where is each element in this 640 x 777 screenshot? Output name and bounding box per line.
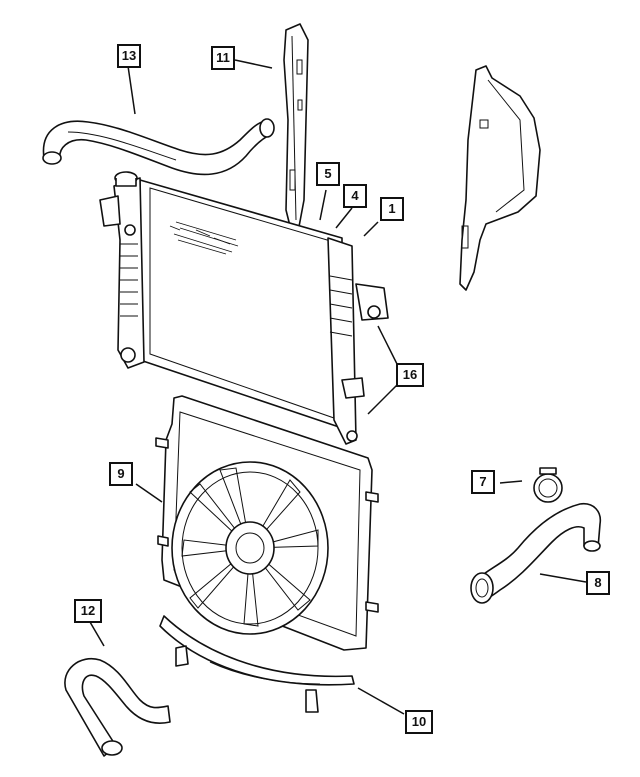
callout-7: 7 <box>471 470 495 494</box>
fan-shroud <box>155 395 379 651</box>
leader-line-13 <box>127 65 136 115</box>
left-tank-ribs <box>120 243 138 317</box>
fan-blades <box>181 467 319 627</box>
leader-line-11 <box>234 59 273 69</box>
leader-line-10 <box>357 687 405 715</box>
radiator-fin-hatch <box>169 221 239 255</box>
hose-clamp <box>533 467 563 503</box>
callout-13: 13 <box>117 44 141 68</box>
leader-line-4 <box>335 207 353 229</box>
lower-hose-right <box>470 502 602 604</box>
callout-5: 5 <box>316 162 340 186</box>
leader-line-7 <box>499 480 523 484</box>
callout-1: 1 <box>380 197 404 221</box>
callout-9: 9 <box>109 462 133 486</box>
callout-8: 8 <box>586 571 610 595</box>
leader-line-16a <box>377 325 401 371</box>
leader-line-9 <box>135 483 163 503</box>
callout-12: 12 <box>74 599 102 623</box>
air-seal-right <box>459 65 541 291</box>
callout-10: 10 <box>405 710 433 734</box>
radiator <box>99 171 389 445</box>
right-tank-ribs <box>329 275 353 337</box>
leader-line-1 <box>363 221 379 237</box>
lower-hose-left <box>64 657 171 757</box>
callout-16: 16 <box>396 363 424 387</box>
leader-line-16b <box>367 381 401 415</box>
callout-4: 4 <box>343 184 367 208</box>
leader-line-8 <box>539 573 587 583</box>
air-seal-center <box>283 23 309 233</box>
leader-line-5 <box>319 189 327 221</box>
upper-radiator-hose <box>42 118 275 176</box>
leader-line-12 <box>89 621 105 647</box>
lower-shroud <box>159 615 355 713</box>
callout-11: 11 <box>211 46 235 70</box>
